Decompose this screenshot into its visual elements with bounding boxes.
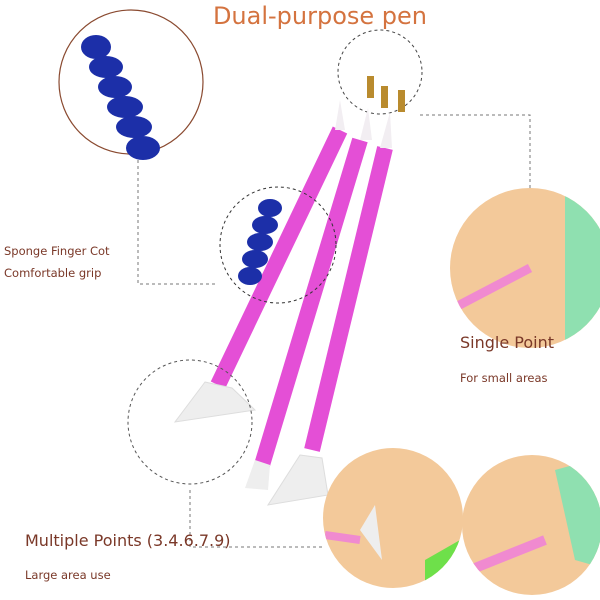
dashed-connectors [137,114,531,548]
multi-tip-detail-circle [127,359,253,485]
single-point-photo-2 [462,455,600,595]
multi-point-photo [323,448,463,588]
grip-label: Sponge Finger Cot [4,244,110,258]
grip-description: Comfortable grip [4,266,102,280]
tips-detail-circle [337,29,423,115]
grip-detail-circle [219,186,337,304]
multiple-points-description: Large area use [25,568,111,582]
single-point-label: Single Point [460,333,554,352]
multiple-points-label: Multiple Points (3.4.6.7.9) [25,531,231,550]
single-point-description: For small areas [460,371,548,385]
pens-image [173,76,405,506]
page-title: Dual-purpose pen [212,2,428,30]
single-point-photo [450,188,600,348]
grip-image [238,199,282,285]
sponge-finger-cot-image [81,35,160,160]
